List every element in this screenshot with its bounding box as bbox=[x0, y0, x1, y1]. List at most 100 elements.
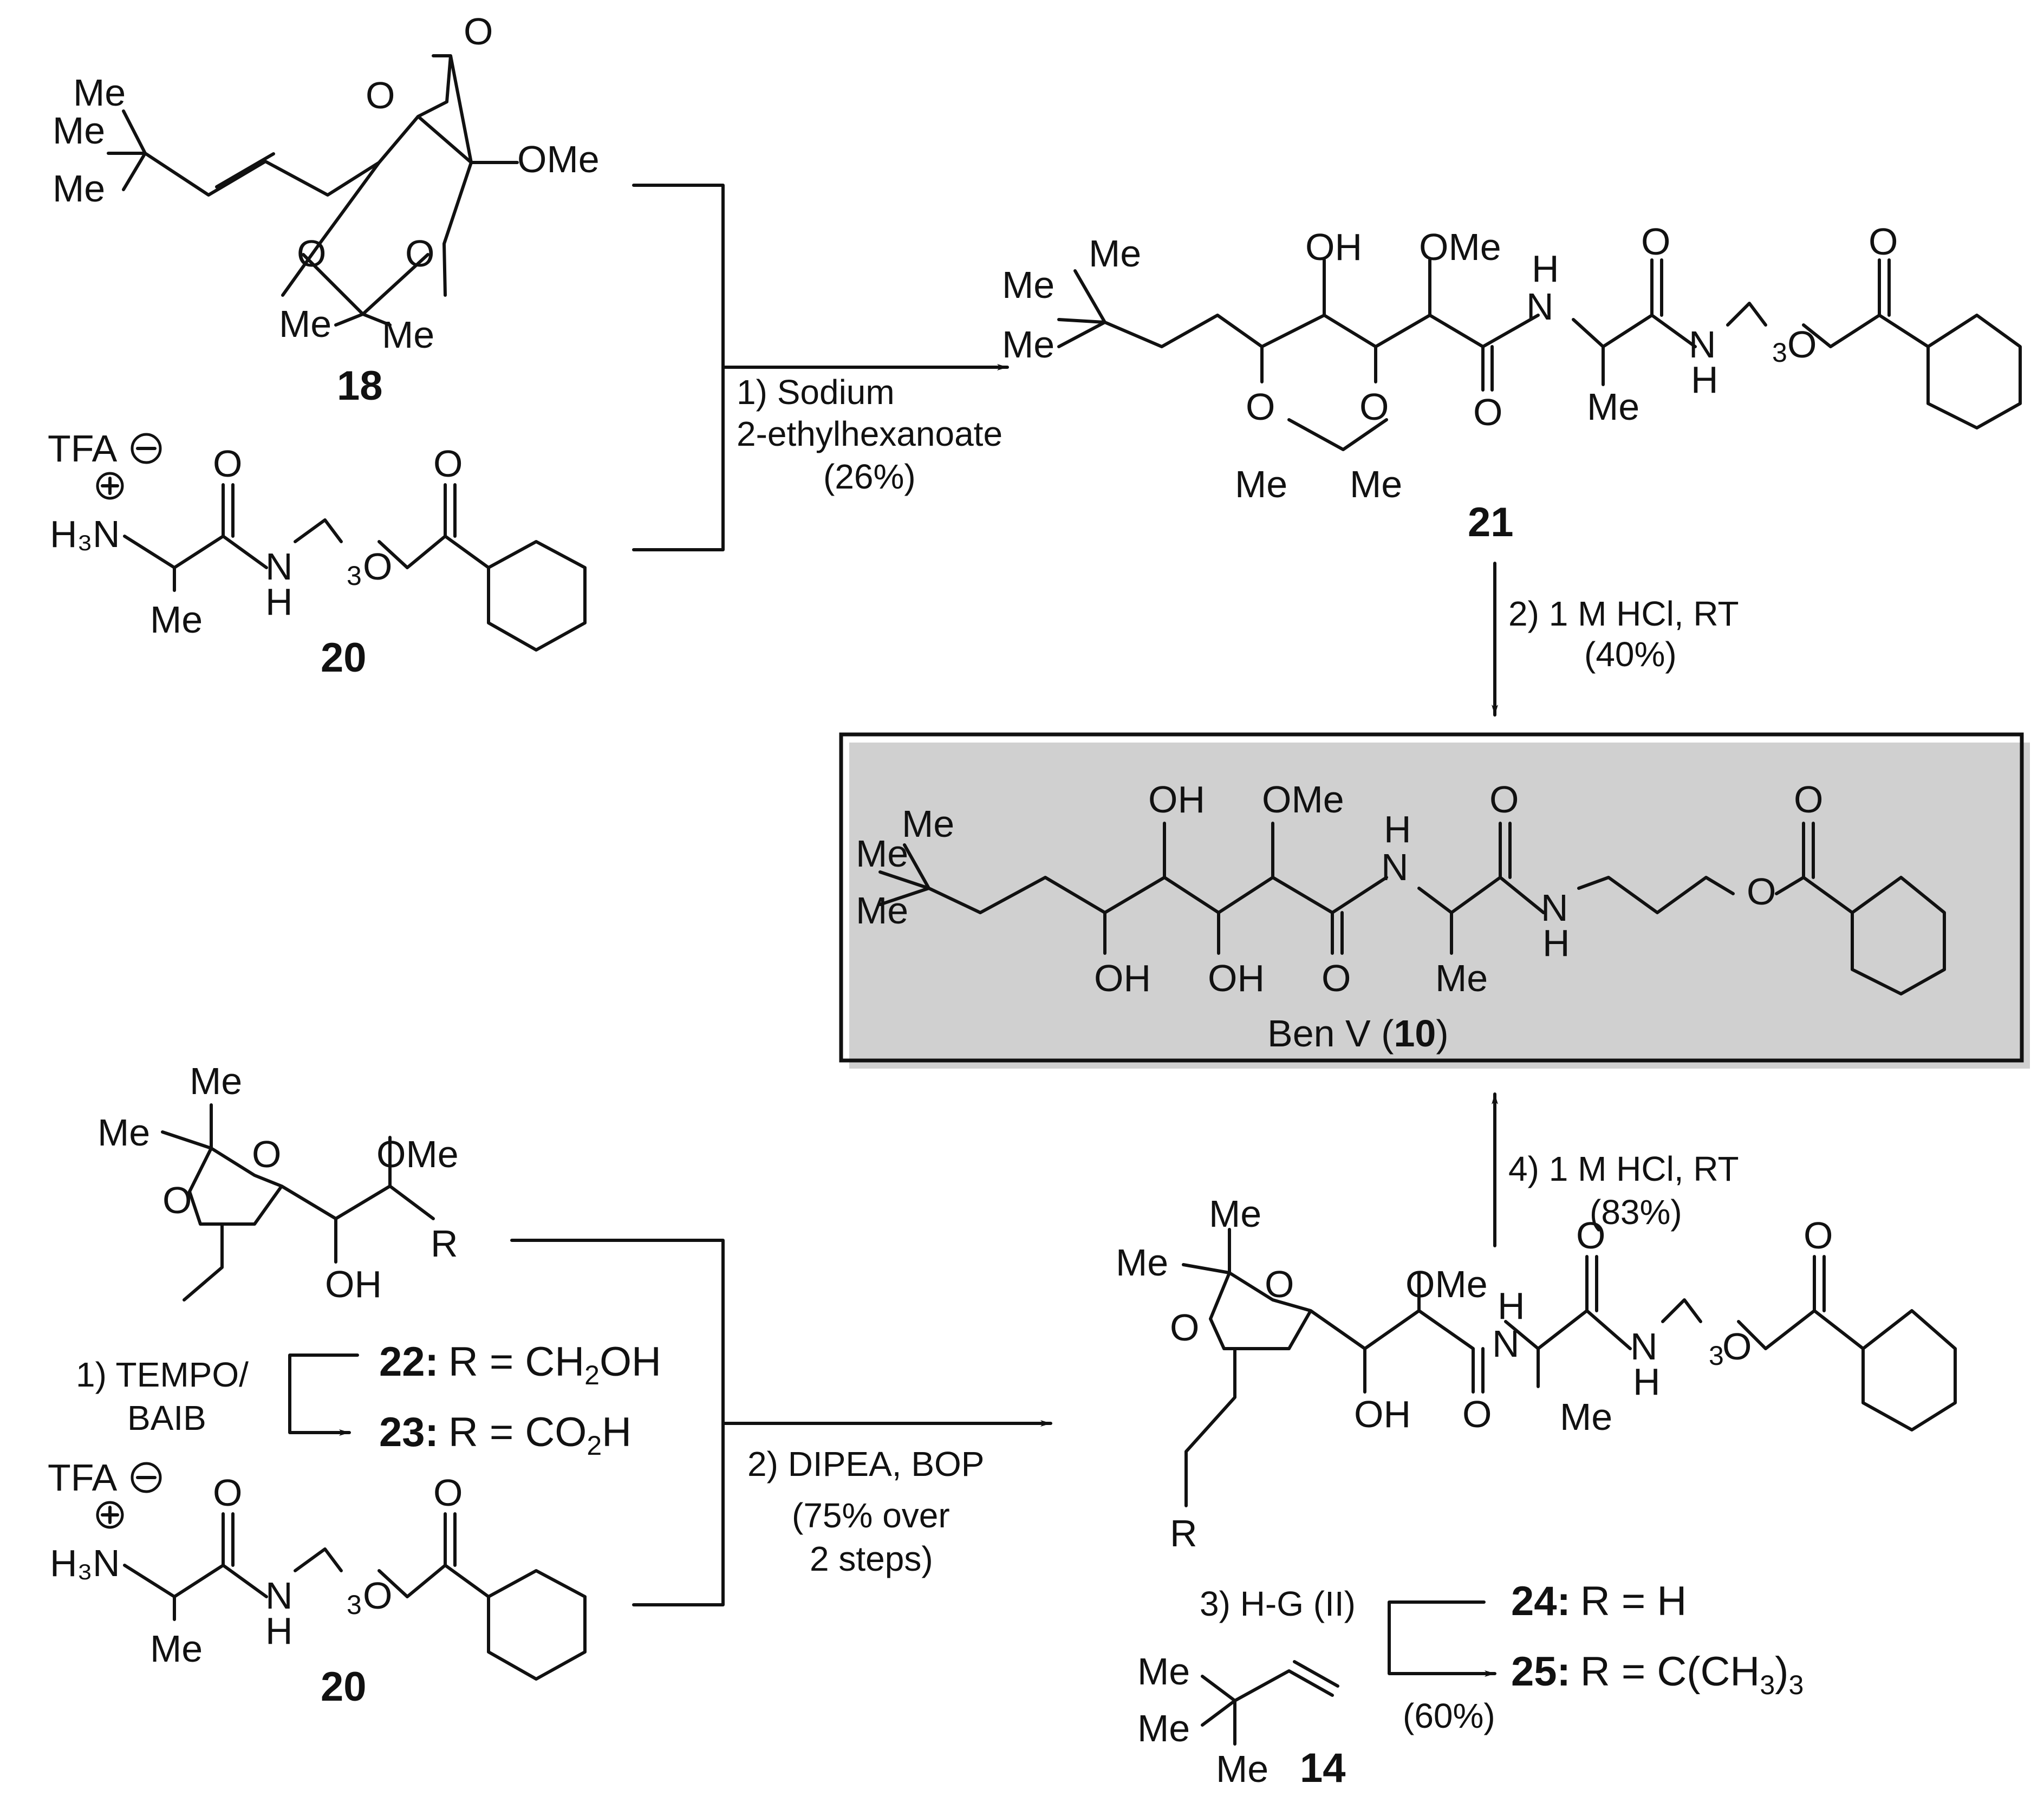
c10-oh-3: OH bbox=[1208, 957, 1265, 999]
c20b-o-2: O bbox=[363, 1574, 392, 1617]
dipea-arrow: 2) DIPEA, BOP (75% over 2 steps) bbox=[510, 1239, 1051, 1606]
step1-line1: 1) Sodium bbox=[737, 373, 895, 412]
c18-me-4: Me bbox=[279, 303, 331, 345]
c18-me-2: Me bbox=[53, 109, 105, 152]
c24-h: H bbox=[1498, 1285, 1525, 1327]
c24-o-2: O bbox=[1170, 1306, 1199, 1349]
hcl4-yield: (83%) bbox=[1590, 1193, 1682, 1232]
c24-o-3: O bbox=[1576, 1214, 1605, 1257]
c18-me-3: Me bbox=[53, 167, 105, 210]
c20b-n: N bbox=[265, 1574, 293, 1617]
c21-me-3: Me bbox=[1002, 323, 1054, 366]
c21-oh: OH bbox=[1305, 226, 1362, 268]
c20b-n-count: 3 bbox=[347, 1590, 362, 1620]
compound-24-25: Me Me O O OMe H N O N H O O OH O Me 3 R … bbox=[1116, 1193, 1957, 1735]
step4-arrow: 4) 1 M HCl, RT (83%) bbox=[1492, 1092, 1739, 1247]
c24-o-6: O bbox=[1462, 1393, 1492, 1435]
c20b-o-3: O bbox=[433, 1472, 463, 1514]
c24-ome: OMe bbox=[1405, 1263, 1488, 1305]
c20a-n-count: 3 bbox=[347, 561, 362, 591]
compound-20-top: TFA H₃N O N H 3 O O Me 20 bbox=[48, 427, 587, 681]
c14-me-3: Me bbox=[1216, 1748, 1268, 1790]
c21-o-3: O bbox=[1787, 323, 1817, 366]
c10-me-3: Me bbox=[856, 889, 908, 932]
c24-line: 24:R = H bbox=[1511, 1578, 1687, 1624]
c21-h-2: H bbox=[1691, 359, 1718, 401]
c18-acetal-o-1: O bbox=[297, 232, 326, 275]
c18-label: 18 bbox=[337, 363, 383, 409]
step1-yield: (26%) bbox=[823, 457, 916, 496]
c10-h-2: H bbox=[1542, 922, 1570, 964]
c18-acetal-o-2: O bbox=[405, 232, 434, 275]
c24-n-2: N bbox=[1630, 1325, 1658, 1368]
c10-o-4: O bbox=[1322, 957, 1351, 999]
c24-me-2: Me bbox=[1116, 1241, 1168, 1284]
c20b-amine: H₃N bbox=[50, 1542, 120, 1584]
compound-18: Me Me Me O O OMe O O Me Me 18 bbox=[53, 10, 600, 409]
c18-carbonyl-o: O bbox=[464, 10, 493, 53]
c20a-o-2: O bbox=[363, 545, 392, 588]
c10-n-2: N bbox=[1541, 887, 1568, 929]
c24-n: N bbox=[1492, 1323, 1520, 1365]
c10-me-2: Me bbox=[856, 832, 908, 875]
c20a-o-3: O bbox=[433, 443, 463, 485]
c24-h-2: H bbox=[1633, 1361, 1661, 1403]
step2-arrow: 2) 1 M HCl, RT (40%) bbox=[1492, 562, 1739, 717]
c20a-o-1: O bbox=[213, 443, 242, 485]
ben-v-box: Me Me Me OH OMe H N O N H O O OH OH O Me… bbox=[839, 732, 2030, 1069]
c21-o: O bbox=[1473, 391, 1502, 433]
step2-line1: 2) 1 M HCl, RT bbox=[1508, 594, 1739, 633]
step1-arrow: 1) Sodium 2-ethylhexanoate (26%) bbox=[632, 184, 1007, 551]
c24-r: R bbox=[1170, 1512, 1197, 1554]
c22-oh: OH bbox=[325, 1263, 382, 1305]
c21-me-4: Me bbox=[1587, 386, 1639, 428]
dipea-line1: 2) DIPEA, BOP bbox=[747, 1444, 984, 1483]
c21-ome: OMe bbox=[1419, 226, 1501, 268]
c21-acetal-o-1: O bbox=[1246, 386, 1275, 428]
c20b-tfa: TFA bbox=[48, 1456, 118, 1499]
compound-22-23: Me Me O O OMe R OH 1) TEMPO/ BAIB 22:R =… bbox=[76, 1060, 661, 1461]
c21-me-1: Me bbox=[1089, 232, 1141, 275]
c21-n-count: 3 bbox=[1772, 337, 1787, 368]
c20a-n: N bbox=[265, 545, 293, 588]
c21-label: 21 bbox=[1468, 499, 1514, 545]
c10-name: Ben V (10) bbox=[1267, 1012, 1449, 1055]
c18-ring-o: O bbox=[366, 74, 395, 116]
c24-o-4: O bbox=[1722, 1325, 1752, 1368]
c20a-h: H bbox=[265, 581, 293, 623]
c20b-me: Me bbox=[150, 1628, 203, 1670]
c18-ome: OMe bbox=[517, 138, 600, 180]
c20b-plus-icon bbox=[96, 1501, 124, 1529]
c21-me-6: Me bbox=[1350, 463, 1402, 505]
c10-h: H bbox=[1384, 808, 1411, 850]
c20b-h: H bbox=[265, 1610, 293, 1652]
compound-20-bottom: TFA H₃N O N H 3 O O Me 20 bbox=[48, 1456, 587, 1710]
c21-acetal-o-2: O bbox=[1359, 386, 1389, 428]
c22-me-2: Me bbox=[97, 1111, 150, 1154]
c20a-label: 20 bbox=[321, 635, 367, 681]
c21-n-2: N bbox=[1689, 323, 1716, 366]
c10-n: N bbox=[1381, 846, 1409, 888]
c18-me-5: Me bbox=[382, 314, 434, 356]
c24-me-1: Me bbox=[1209, 1193, 1261, 1235]
c10-ome: OMe bbox=[1262, 778, 1344, 821]
c22-o-1: O bbox=[252, 1133, 281, 1175]
c22-line: 22:R = CH2OH bbox=[379, 1339, 661, 1390]
c20a-minus-icon bbox=[131, 433, 162, 464]
c21-o-4: O bbox=[1869, 220, 1898, 263]
c20b-label: 20 bbox=[321, 1664, 367, 1710]
c23-line: 23:R = CO2H bbox=[379, 1409, 632, 1461]
c10-me-1: Me bbox=[902, 803, 954, 845]
c24-oh: OH bbox=[1354, 1393, 1411, 1435]
c14-me-2: Me bbox=[1137, 1707, 1190, 1749]
tempo-line2: BAIB bbox=[127, 1398, 206, 1437]
c10-me-4: Me bbox=[1435, 957, 1488, 999]
c21-h: H bbox=[1532, 248, 1559, 290]
c24-me-3: Me bbox=[1560, 1396, 1612, 1438]
c22-o-2: O bbox=[162, 1179, 192, 1221]
compound-14: Me Me Me 14 bbox=[1137, 1650, 1346, 1791]
hcl4-line1: 4) 1 M HCl, RT bbox=[1508, 1149, 1739, 1188]
c10-o-2: O bbox=[1747, 870, 1776, 913]
c22-r: R bbox=[431, 1222, 458, 1265]
c24-o-1: O bbox=[1265, 1263, 1294, 1305]
